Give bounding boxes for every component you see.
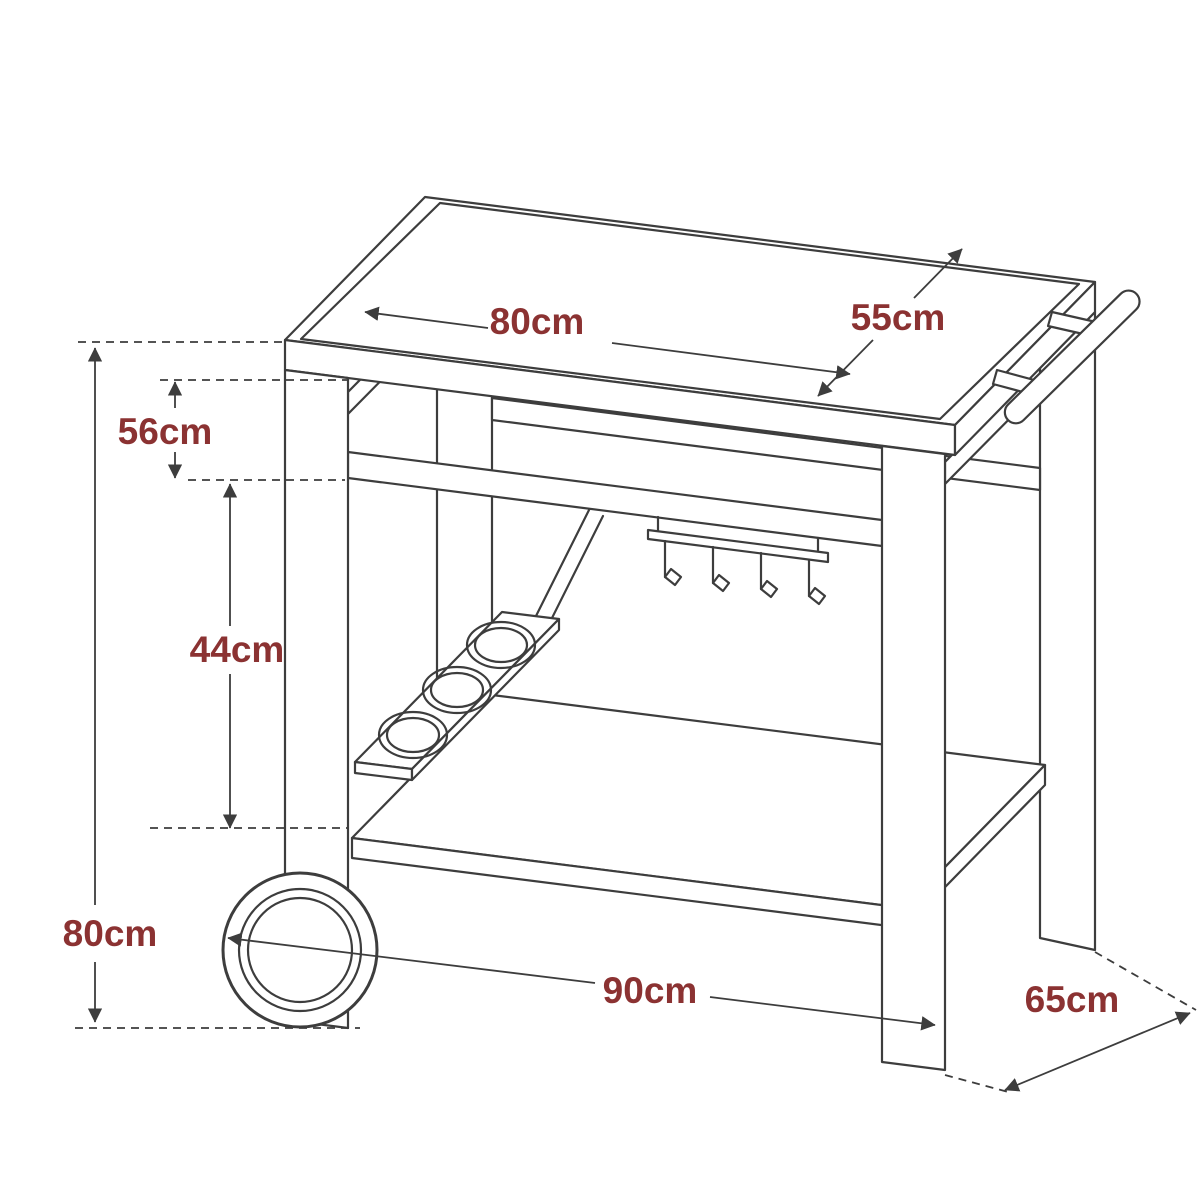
bottle-hole-inner: [473, 626, 529, 664]
hook-tip: [711, 573, 731, 593]
dim-top-depth-arrow: [817, 339, 874, 397]
extension-line-front-foot: [944, 1074, 1013, 1094]
tabletop-inner-rim: [299, 201, 1081, 421]
dim-base-width-arrow: [227, 932, 596, 984]
dim-label-overall-height: 80cm: [63, 913, 158, 954]
bottle-hole: [421, 665, 493, 715]
hook-tip: [807, 586, 827, 606]
dim-top-width-arrow: [364, 306, 489, 329]
hook-tip: [663, 567, 683, 587]
dim-top-depth-arrow: [913, 248, 963, 299]
wheel-hub: [246, 896, 354, 1004]
dim-base-width-arrow: [709, 996, 936, 1031]
hook-tip: [759, 579, 779, 599]
bottle-hole: [377, 710, 449, 760]
bottle-hole-inner: [385, 716, 441, 754]
extension-line-back-foot: [1094, 951, 1197, 1011]
bottle-hole: [465, 620, 537, 670]
dim-label-base-width: 90cm: [603, 970, 698, 1011]
dim-label-base-depth: 65cm: [1025, 979, 1120, 1020]
dim-label-top-depth: 55cm: [851, 297, 946, 338]
dim-label-upper-height: 56cm: [118, 411, 213, 452]
cart-drawing: [221, 195, 1141, 1072]
back-right-leg: [1038, 310, 1097, 952]
dim-label-top-width: 80cm: [490, 301, 585, 342]
hook-bar: [646, 528, 830, 564]
bottle-hole-inner: [429, 671, 485, 709]
extension-lines: [75, 341, 1197, 1094]
dimension-lines: [75, 248, 1197, 1094]
bottle-rack-bracket-line: [534, 506, 592, 618]
dim-base-depth-arrow: [1004, 1011, 1191, 1092]
bottle-rack-bracket-line: [547, 514, 605, 626]
dim-top-width-arrow: [611, 342, 851, 380]
front-right-leg: [880, 444, 947, 1072]
dimension-labels: 80cm 55cm 56cm 44cm 80cm 90cm 65cm: [63, 297, 1120, 1020]
front-rail: [346, 450, 884, 548]
dim-label-mid-height: 44cm: [190, 629, 285, 670]
bottle-rack-right-edge: [410, 617, 561, 782]
handle-bar: [1003, 289, 1141, 425]
